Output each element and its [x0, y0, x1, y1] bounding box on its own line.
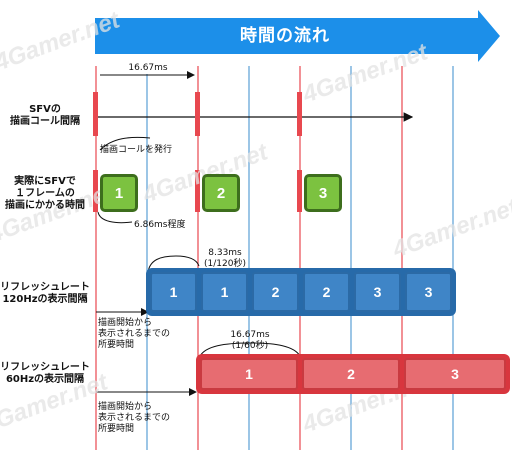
- interval-bracket-120: [147, 255, 200, 273]
- sfv-frame-box: 1: [100, 174, 138, 212]
- refresh-120-frame: 1: [150, 272, 197, 312]
- refresh-120-frame: 2: [252, 272, 299, 312]
- title-arrow-banner: [95, 10, 500, 62]
- call-marker: [195, 92, 200, 136]
- refresh-120-frame: 2: [303, 272, 350, 312]
- latency-label-60: 描画開始から 表示されるまでの 所要時間: [98, 402, 171, 434]
- latency-label-120: 描画開始から 表示されるまでの 所要時間: [98, 318, 171, 350]
- refresh-120-frame: 3: [405, 272, 452, 312]
- callout-curve: [99, 136, 151, 151]
- interval-bracket-60: [199, 342, 301, 357]
- sfv-frame-box: 3: [304, 174, 342, 212]
- refresh-120-frame: 1: [201, 272, 248, 312]
- interval-label-16ms-60: 16.67ms (1/60秒): [230, 330, 270, 351]
- page-title: 時間の流れ: [240, 26, 330, 46]
- draw-start-marker: [93, 170, 98, 212]
- refresh-60-frame: 3: [404, 358, 506, 390]
- row-label-sfv-actual: 実際にSFVで １フレームの 描画にかかる時間: [5, 176, 85, 211]
- draw-start-marker: [195, 170, 200, 212]
- draw-call-label: 描画コールを発行: [100, 145, 173, 155]
- refresh-120-rail: [146, 268, 456, 316]
- call-marker: [93, 92, 98, 136]
- interval-label-8ms: 8.33ms (1/120秒): [204, 248, 246, 269]
- row-label-120hz: リフレッシュレート 120Hzの表示間隔: [0, 282, 90, 305]
- call-marker: [297, 92, 302, 136]
- interval-label-16ms: 16.67ms: [120, 63, 176, 74]
- draw-time-bracket: [97, 211, 133, 224]
- sfv-frame-box: 2: [202, 174, 240, 212]
- draw-time-label: 6.86ms程度: [134, 220, 186, 230]
- draw-start-marker: [297, 170, 302, 212]
- row-label-sfv-call: SFVの 描画コール間隔: [10, 104, 80, 127]
- refresh-120-frame: 3: [354, 272, 401, 312]
- row-label-60hz: リフレッシュレート 60Hzの表示間隔: [0, 362, 90, 385]
- refresh-60-frame: 1: [200, 358, 298, 390]
- refresh-60-frame: 2: [302, 358, 400, 390]
